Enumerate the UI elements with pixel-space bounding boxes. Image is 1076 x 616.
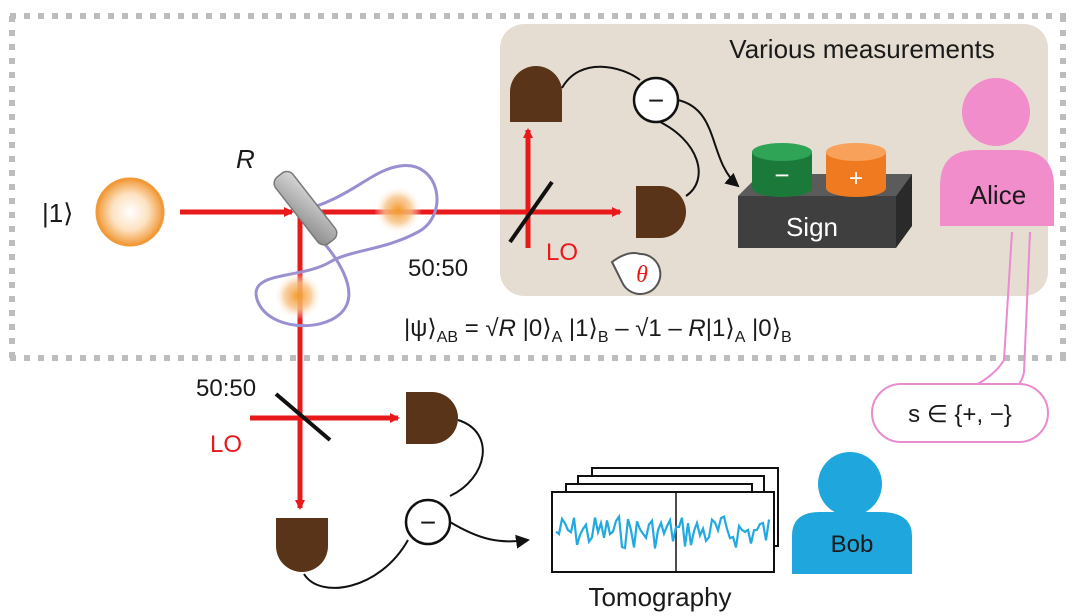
plus-cylinder-label: + xyxy=(849,165,863,192)
minus-cylinder-label: − xyxy=(774,160,789,190)
alice-person-icon xyxy=(940,78,1054,226)
detector-a2-icon xyxy=(636,186,686,238)
splitter-b-label: 50:50 xyxy=(196,375,256,402)
minus-cylinder-icon xyxy=(752,143,812,197)
quadrature-trace xyxy=(555,513,771,550)
sign-device: − + Sign xyxy=(738,143,912,248)
entanglement-loop xyxy=(254,164,439,328)
photon-source-icon xyxy=(95,177,165,247)
panel-title: Various measurements xyxy=(729,34,994,64)
lo-b-label: LO xyxy=(210,431,242,458)
arrow-to-tomography xyxy=(449,521,530,549)
plus-cylinder-icon xyxy=(826,143,886,197)
tomography-screens xyxy=(551,467,779,573)
alice-label: Alice xyxy=(970,180,1026,210)
state-equation: |ψ⟩AB = √R |0⟩A |1⟩B – √1 – R|1⟩A |0⟩B xyxy=(404,315,792,346)
arrow-to-sign xyxy=(677,99,740,188)
detector-a1-icon xyxy=(510,66,562,122)
detector-b2-icon xyxy=(276,518,328,572)
splitter-a-label: 50:50 xyxy=(408,255,468,282)
photon-mode-a-icon xyxy=(374,186,422,234)
bob-label: Bob xyxy=(831,531,874,558)
wire-b2 xyxy=(303,539,409,589)
alice-bubble xyxy=(871,383,1049,443)
wire-a2 xyxy=(655,119,700,197)
subtract-b-label: − xyxy=(420,507,436,538)
beam-splitter-icon xyxy=(273,170,338,246)
tomography-label: Tomography xyxy=(588,582,731,612)
dotted-frame xyxy=(9,13,1066,361)
reflectivity-label: R xyxy=(236,144,255,174)
alice-splitter-icon xyxy=(508,180,554,244)
theta-bubble: θ xyxy=(610,252,662,295)
subtract-a-label: − xyxy=(648,85,664,116)
bob-splitter-icon xyxy=(274,392,332,442)
wire-b1 xyxy=(449,419,484,497)
photon-mode-b-icon xyxy=(274,272,322,320)
lo-a-label: LO xyxy=(546,239,578,266)
svg-text:θ: θ xyxy=(636,262,648,288)
sign-label: Sign xyxy=(786,212,838,242)
sign-set-label: s ∈ {+, −} xyxy=(908,401,1012,428)
bob-person-icon xyxy=(792,452,912,574)
detector-b1-icon xyxy=(406,392,458,444)
wire-a xyxy=(561,65,641,89)
input-state-label: |1⟩ xyxy=(42,198,73,228)
